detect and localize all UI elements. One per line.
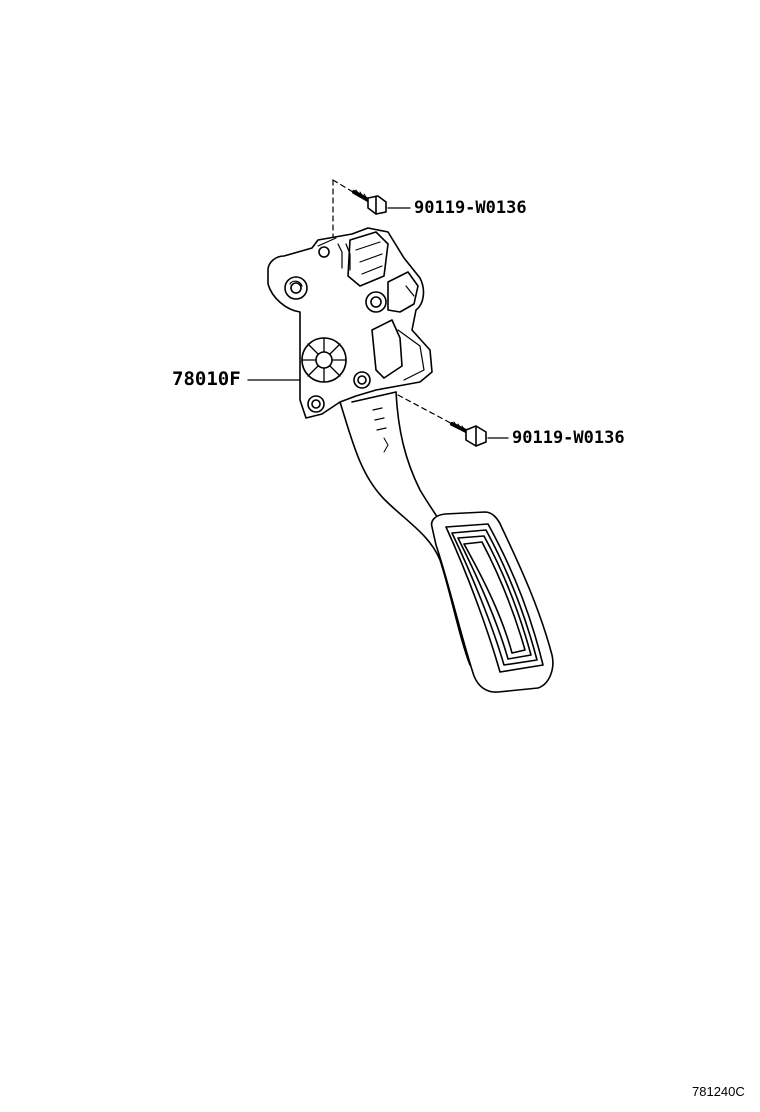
pedal-housing [267,227,433,419]
pedal-assembly-part-number: 78010F [172,368,241,390]
lower-bolt [450,421,487,447]
pedal-pad [430,511,554,693]
upper-bolt [352,189,387,215]
diagram-code: 781240C [692,1084,745,1099]
bolt-part-number-upper: 90119-W0136 [414,198,527,218]
bolt-part-number-lower: 90119-W0136 [512,428,625,448]
